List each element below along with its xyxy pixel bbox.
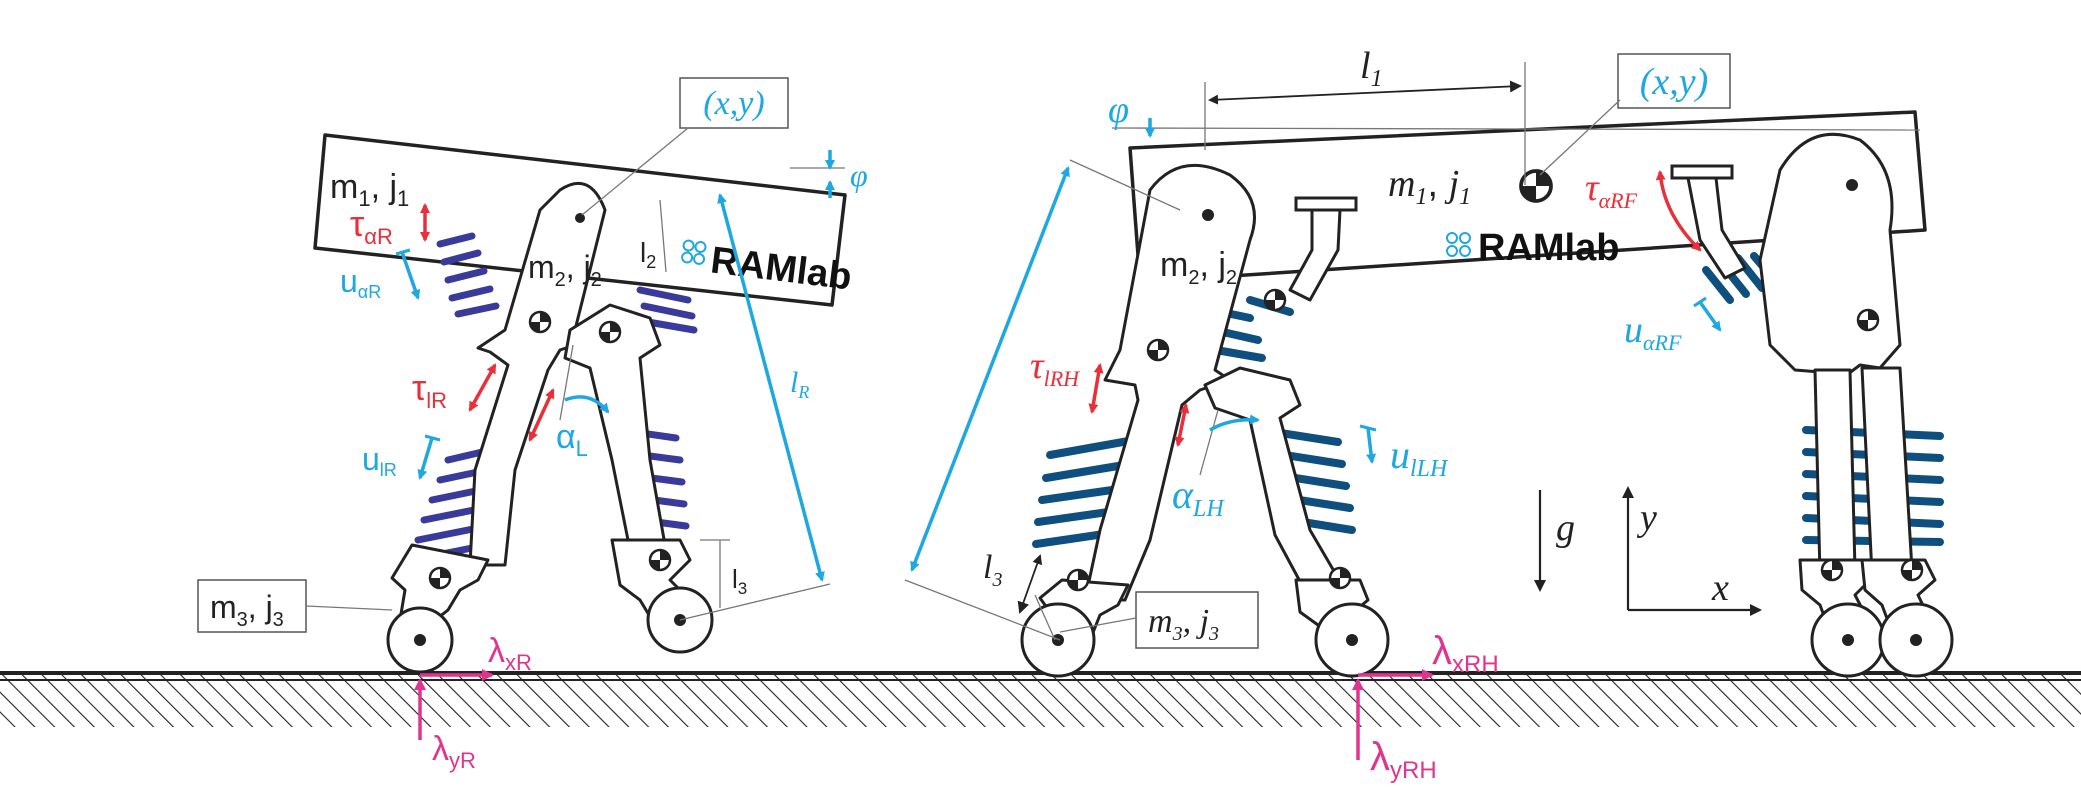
left-position-label: (x,y) xyxy=(581,77,789,216)
left-springs xyxy=(408,232,698,564)
svg-text:φ: φ xyxy=(1108,89,1129,131)
left-l3: l3 xyxy=(700,539,747,608)
svg-text:m3, j3: m3, j3 xyxy=(1148,603,1219,645)
right-phi: φ xyxy=(1108,89,1921,138)
svg-text:τlR: τlR xyxy=(412,367,447,413)
right-front-leg xyxy=(1758,132,1954,678)
svg-text:φ: φ xyxy=(850,157,868,193)
right-l1: l1 xyxy=(1204,45,1526,185)
svg-text:g: g xyxy=(1556,507,1575,549)
right-logo: RAMlab xyxy=(1446,227,1619,269)
svg-text:uαRF: uαRF xyxy=(1624,309,1682,355)
svg-text:λxR: λxR xyxy=(488,632,532,675)
svg-text:m1, j1: m1, j1 xyxy=(1388,163,1471,210)
right-logo-text: RAMlab xyxy=(1478,227,1619,269)
svg-text:ulLH: ulLH xyxy=(1390,432,1449,482)
gravity-vector: g xyxy=(1534,490,1575,592)
right-alpha-LH: αLH xyxy=(1172,409,1260,522)
right-contact-forces: λxRH λyRH xyxy=(1352,629,1499,784)
right-tau-lRH: τlRH xyxy=(1030,345,1190,447)
svg-text:y: y xyxy=(1636,497,1657,539)
right-position-label: (x,y) xyxy=(1539,53,1731,176)
svg-text:(x,y): (x,y) xyxy=(1640,61,1709,103)
left-lR: lR xyxy=(679,193,831,621)
svg-text:τlRH: τlRH xyxy=(1030,345,1080,391)
svg-text:l3: l3 xyxy=(983,549,1002,591)
left-u-lR: ulR xyxy=(362,434,441,480)
right-u-lLH: ulLH xyxy=(1359,424,1449,482)
ground xyxy=(0,671,2081,727)
left-leg-1 xyxy=(386,181,607,674)
right-u-aRF: uαRF xyxy=(1624,296,1722,355)
svg-text:l2: l2 xyxy=(640,237,656,272)
right-l3: l3 xyxy=(983,549,1056,641)
svg-text:uαR: uαR xyxy=(340,263,381,302)
svg-text:αL: αL xyxy=(556,418,588,461)
right-hind-leg xyxy=(1020,163,1390,678)
coordinate-frame: y x xyxy=(1622,486,1762,616)
left-phi: φ xyxy=(790,150,868,198)
left-robot: m1, j1 RAMlab xyxy=(197,77,868,773)
svg-text:l3: l3 xyxy=(732,564,747,598)
svg-text:ταR: ταR xyxy=(350,203,393,249)
left-leg-mass-label: m2, j2 xyxy=(528,249,602,291)
left-contact-forces: λxR λyR xyxy=(414,632,532,773)
svg-text:ταRF: ταRF xyxy=(1585,167,1638,213)
svg-text:λyRH: λyRH xyxy=(1370,735,1437,784)
left-tau-aR: ταR xyxy=(350,203,430,249)
right-tau-aRF: ταRF xyxy=(1585,167,1702,252)
left-l2: l2 xyxy=(640,199,667,273)
left-u-aR: uαR xyxy=(340,248,421,302)
left-leg-2 xyxy=(563,303,714,654)
right-leg-length xyxy=(904,159,1181,641)
svg-text:λxRH: λxRH xyxy=(1432,629,1499,678)
svg-text:x: x xyxy=(1711,567,1729,609)
left-tau-lR: τlR xyxy=(412,363,555,442)
svg-text:m1, j1: m1, j1 xyxy=(330,168,409,211)
left-foot-label: m3, j3 xyxy=(197,579,393,633)
svg-text:l1: l1 xyxy=(1360,45,1383,92)
svg-text:m3, j3: m3, j3 xyxy=(210,589,284,631)
svg-text:ulR: ulR xyxy=(362,441,397,480)
svg-text:λyR: λyR xyxy=(432,730,476,773)
svg-text:αLH: αLH xyxy=(1172,472,1225,522)
left-alpha-L: αL xyxy=(556,344,610,461)
right-leg-mass-label: m2, j2 xyxy=(1160,246,1237,289)
right-foot-label: m3, j3 xyxy=(1059,591,1259,649)
svg-text:lR: lR xyxy=(790,366,809,402)
right-robot: m1, j1 RAMlab xyxy=(904,45,1954,784)
svg-text:(x,y): (x,y) xyxy=(703,85,764,122)
